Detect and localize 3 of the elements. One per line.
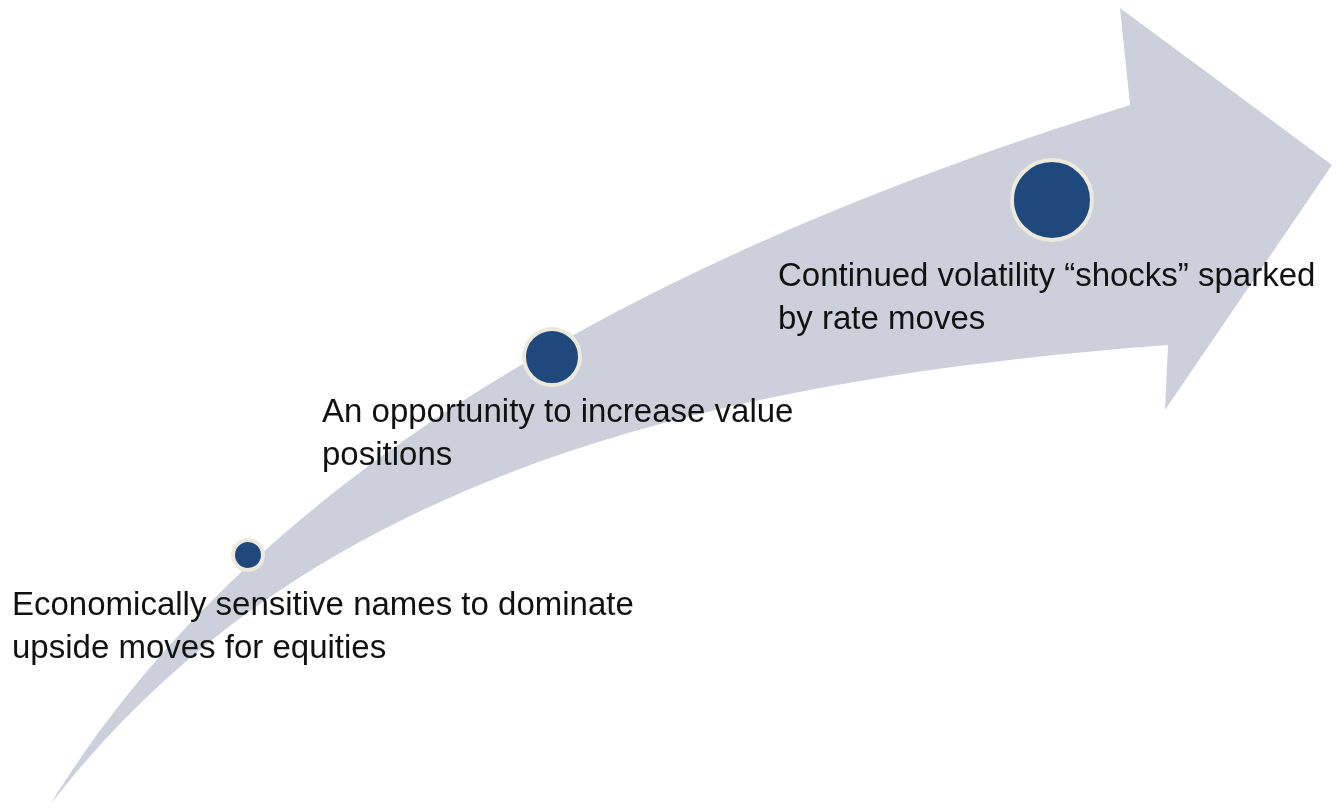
milestone-text: Economically sensitive names to dominate upside moves for equities — [12, 584, 635, 667]
milestone-text: An opportunity to increase value positions — [322, 391, 795, 474]
milestone-text: Continued volatility “shocks” sparked by rate moves — [778, 255, 1317, 338]
